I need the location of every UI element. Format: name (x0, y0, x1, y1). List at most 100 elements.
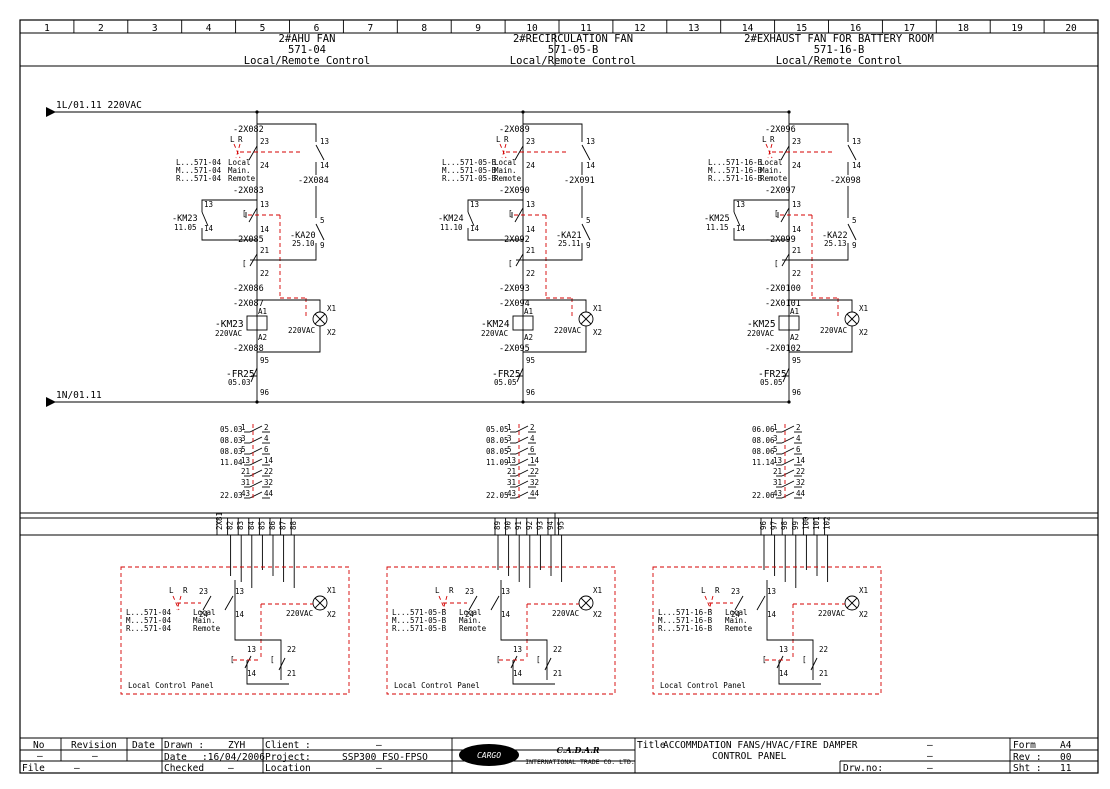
lamp-voltage: 220VAC (288, 326, 315, 335)
column-number-14: 14 (742, 23, 754, 34)
km-aux-ref: 11.05 (174, 223, 197, 232)
panel-stop-22: 22 (819, 645, 828, 654)
coil-voltage: 220VAC (481, 329, 508, 338)
panel-terminal-23: 23 (731, 587, 740, 596)
contact-ref: 22.03 (220, 491, 243, 500)
panel-bracket-1: [ (496, 655, 501, 664)
signal-main-word: Main. (494, 166, 517, 175)
terminal-13-right: 13 (852, 137, 861, 146)
panel-terminal-14: 14 (501, 610, 511, 619)
panel-lamp-x2: X2 (327, 610, 336, 619)
panel-stop-21: 21 (553, 669, 562, 678)
title-block: No Revision Date – – File – Drawn : ZYH … (20, 738, 1098, 774)
panel-lamp-voltage: 220VAC (818, 609, 845, 618)
terminal-14: 14 (260, 225, 270, 234)
panel-lamp-voltage: 220VAC (552, 609, 579, 618)
sheet-label: Sht : (1013, 763, 1042, 774)
terminal-strip-label: 83 (236, 521, 245, 530)
km-aux-ref: 11.10 (440, 223, 463, 232)
file-value: – (74, 763, 80, 774)
contact-terminal-left: 31 (241, 478, 250, 487)
no-label: No (33, 740, 45, 751)
panel-stop-22: 22 (287, 645, 296, 654)
panel-signal-remote-ref: R...571-05-B (392, 624, 447, 633)
terminal-24: 24 (792, 161, 802, 170)
column-number-17: 17 (904, 23, 915, 34)
bus-l-label: 1L/01.11 220VAC (56, 100, 142, 111)
signal-remote-word: Remote (494, 174, 522, 183)
terminal-strip-label: 85 (257, 521, 266, 530)
terminal-22: 22 (260, 269, 269, 278)
terminal-23: 23 (792, 137, 801, 146)
logo-text: CARGO (477, 751, 501, 760)
local-control-panel-label: Local Control Panel (394, 681, 480, 690)
contact-terminal-right: 44 (530, 489, 540, 498)
terminal-label: -2X089 (499, 125, 530, 135)
overload-relay-ref: 05.03 (228, 378, 251, 387)
terminal-13-right: 13 (586, 137, 595, 146)
contact-terminal-left: 1 (241, 423, 246, 432)
terminal-strip-label: 2X81 (215, 512, 224, 530)
section-control-mode: Local/Remote Control (510, 55, 636, 67)
km-aux-tag: -KM24 (438, 214, 464, 224)
panel-lamp-x2: X2 (859, 610, 868, 619)
coil-a1: A1 (524, 307, 533, 316)
contact-terminal-left: 3 (507, 434, 512, 443)
panel-terminal-13: 13 (767, 587, 776, 596)
panel-signal-remote-ref: R...571-04 (126, 624, 172, 633)
signal-local-word: Local (228, 158, 251, 167)
column-number-19: 19 (1011, 23, 1023, 34)
location-label: Location (265, 763, 311, 774)
contact-terminal-right: 22 (796, 467, 805, 476)
panel-stop-14: 14 (247, 669, 257, 678)
panel-terminal-13: 13 (235, 587, 244, 596)
contact-terminal-right: 44 (264, 489, 274, 498)
contact-terminal-right: 22 (530, 467, 539, 476)
drawn-value: ZYH (228, 740, 245, 751)
contact-ref: 08.05 (486, 436, 509, 445)
section-title: 2#RECIRCULATION FAN (513, 33, 633, 45)
lamp-x1: X1 (859, 304, 868, 313)
section-code: 571-04 (288, 44, 326, 56)
contactor-coil (778, 315, 800, 331)
column-number-15: 15 (796, 23, 807, 34)
panel-signal-local: Local (459, 608, 482, 617)
contact-ref: 08.06 (752, 436, 775, 445)
contact-terminal-right: 2 (796, 423, 801, 432)
terminal-label: -2X087 (233, 299, 264, 309)
terminal-14: 14 (526, 225, 536, 234)
contact-ref: 05.03 (220, 425, 243, 434)
column-number-12: 12 (634, 23, 645, 34)
contact-terminal-right: 4 (264, 434, 269, 443)
terminal-strip-label: 89 (493, 521, 502, 530)
terminal-strip-label: 91 (514, 521, 523, 530)
panel-bracket-1: [ (230, 655, 235, 664)
km-aux-13: 13 (470, 200, 479, 209)
coil-tag: -KM23 (215, 319, 244, 330)
contact-terminal-left: 43 (507, 489, 516, 498)
drawing-number-label: Drw.no: (843, 763, 883, 774)
terminal-strip-label: 93 (535, 521, 544, 530)
ka-terminal-5: 5 (852, 216, 857, 225)
bus-n-label: 1N/01.11 (56, 390, 102, 401)
panel-selector-l: L (435, 586, 440, 595)
panel-lamp-voltage: 220VAC (286, 609, 313, 618)
section-recirculation-fan: 2#RECIRCULATION FAN571-05-BLocal/Remote … (386, 33, 636, 695)
lamp-x2: X2 (327, 328, 336, 337)
coil-a2: A2 (258, 333, 267, 342)
column-number-9: 9 (475, 23, 481, 34)
panel-stop-13: 13 (779, 645, 788, 654)
contact-terminal-left: 21 (773, 467, 782, 476)
terminal-label: -2X086 (233, 284, 264, 294)
bus-n: 1N/01.11 (46, 390, 790, 407)
terminal-14-right: 14 (320, 161, 330, 170)
panel-bracket-2: [ (270, 655, 275, 664)
company-name: C.A.D.A.R (556, 745, 599, 755)
terminal-label: -2X092 (499, 235, 530, 245)
company-logo: CARGO (459, 744, 519, 766)
lamp-x2: X2 (593, 328, 602, 337)
contact-ref: 11.14 (752, 458, 775, 467)
terminal-label: -2X095 (499, 344, 530, 354)
client-label: Client : (265, 740, 311, 751)
